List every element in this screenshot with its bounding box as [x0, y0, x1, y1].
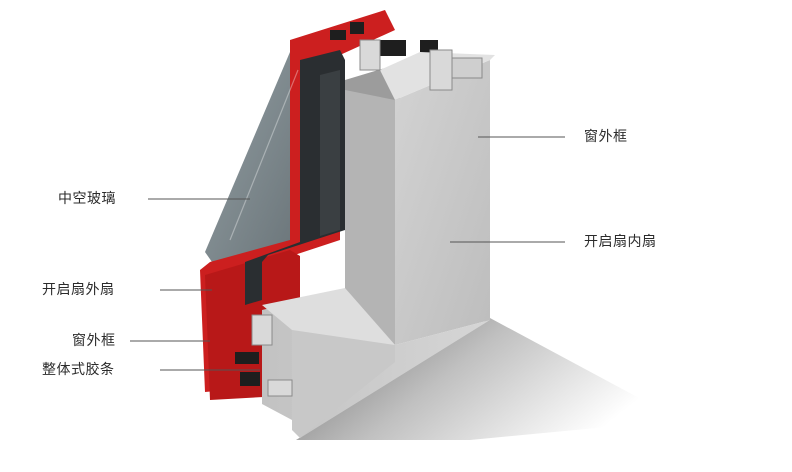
glass-highlight	[229, 69, 299, 241]
label-insulated-glass: 中空玻璃	[58, 191, 116, 207]
floor-shadow	[296, 318, 680, 440]
sash-inner-dark-strip	[320, 70, 340, 236]
label-integral-gasket: 整体式胶条	[42, 362, 115, 378]
label-casement-outer-sash: 开启扇外扇	[42, 282, 115, 298]
bottom-rail-front-face	[292, 330, 395, 438]
insulated-glass-pane	[205, 50, 300, 262]
top-section-profile-detail	[359, 39, 483, 91]
sash-inner-bevel-vertical	[345, 90, 395, 345]
leader-lines	[130, 136, 565, 371]
label-window-frame-right: 窗外框	[584, 129, 628, 145]
bottom-section-profile-detail	[251, 314, 293, 397]
label-casement-inner-sash: 开启扇内扇	[584, 234, 657, 250]
label-window-frame-left: 窗外框	[72, 333, 116, 349]
bottom-rail-top-bevel	[262, 288, 395, 345]
casement-inner-sash-vertical-face	[395, 60, 490, 345]
